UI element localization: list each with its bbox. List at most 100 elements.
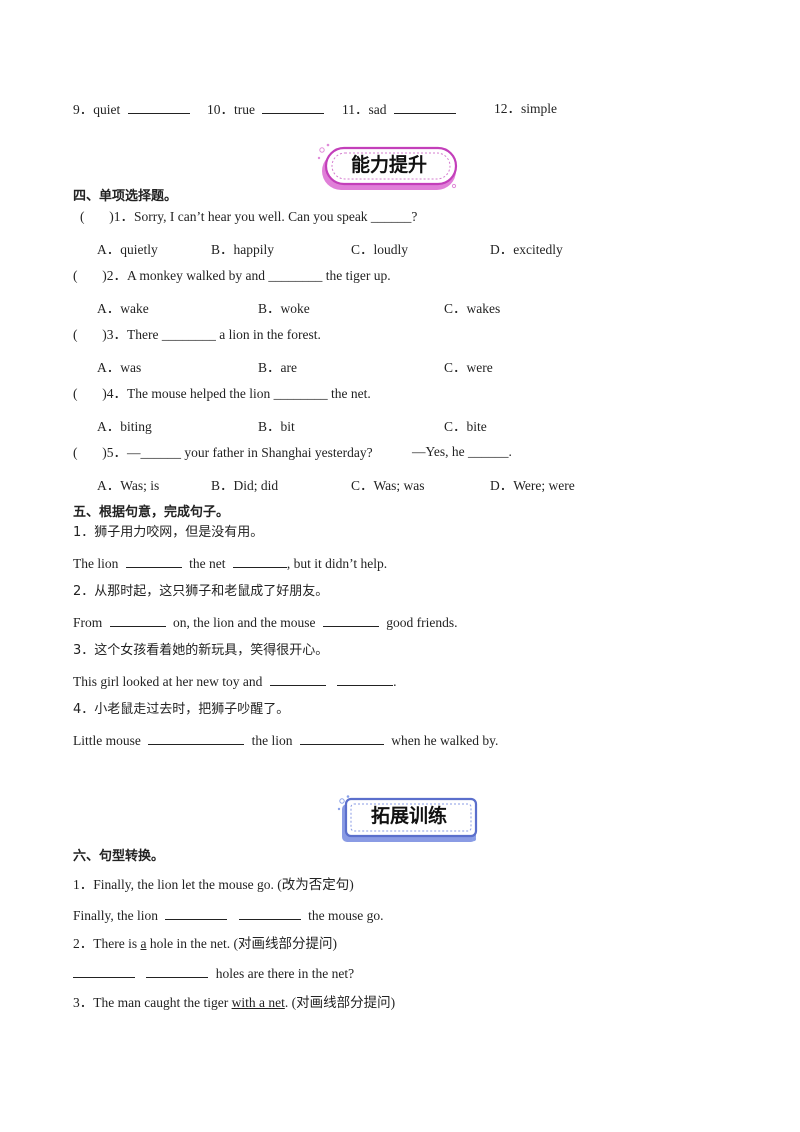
p5-item4-en-b: the lion: [251, 733, 293, 748]
p5-item2-cn: 2．从那时起，这只狮子和老鼠成了好朋友。: [73, 584, 329, 599]
q3-stem-row: ( )3．There ________ a lion in the forest…: [73, 326, 321, 344]
item-11-word: sad: [368, 102, 387, 117]
q3-option-c[interactable]: C．were: [444, 360, 493, 375]
q1-option-b[interactable]: B．happily: [211, 242, 274, 257]
item-11-num: 11．: [342, 102, 369, 117]
badge-frame-icon: [317, 143, 458, 190]
answer-blank[interactable]: [148, 731, 245, 745]
p6-item1-answer: Finally, the lion the mouse go.: [73, 906, 384, 925]
p6-item3-q-post: . (对画线部分提问): [284, 995, 396, 1010]
q1-stem: 1．Sorry, I can’t hear you well. Can you …: [113, 209, 418, 224]
q2-stem: 2．A monkey walked by and ________ the ti…: [106, 268, 391, 283]
p5-item3-cn: 3．这个女孩看着她的新玩具，笑得很开心。: [73, 643, 329, 658]
q1-paren-close: ): [109, 209, 114, 224]
p5-item2-en: From on, the lion and the mouse good fri…: [73, 613, 458, 632]
q1-paren-open: (: [80, 209, 85, 224]
q4-paren-open: (: [73, 386, 78, 401]
answer-blank[interactable]: [127, 100, 190, 114]
p6-item1-answer-pre: Finally, the lion: [73, 908, 158, 923]
answer-blank[interactable]: [109, 613, 166, 627]
p6-item3-q-pre: 3．The man caught the tiger: [73, 995, 232, 1010]
p6-item2-answer-post: holes are there in the net?: [215, 966, 355, 981]
q2-paren-open: (: [73, 268, 78, 283]
answer-blank[interactable]: [232, 554, 287, 568]
badge-frame-icon: [337, 795, 478, 842]
q5-stem-reply: —Yes, he ______.: [412, 444, 512, 459]
q5-option-c[interactable]: C．Was; was: [351, 478, 425, 493]
p5-item3-en-a: This girl looked at her new toy and: [73, 674, 263, 689]
q3-option-a[interactable]: A．was: [97, 360, 142, 375]
q5-stem-row: ( )5．—______ your father in Shanghai yes…: [73, 444, 373, 462]
p5-item3-en: This girl looked at her new toy and .: [73, 672, 396, 691]
section-badge-extension: 拓展训练: [336, 794, 482, 846]
p6-item1-answer-post: the mouse go.: [308, 908, 384, 923]
q1-option-c[interactable]: C．loudly: [351, 242, 409, 257]
p6-item2-q-pre: 2．There is: [73, 936, 141, 951]
badge-ability-label: 能力提升: [350, 154, 427, 176]
q5-stem: 5．—______ your father in Shanghai yester…: [106, 445, 373, 460]
answer-blank[interactable]: [269, 672, 326, 686]
q3-paren-open: (: [73, 327, 78, 342]
q5-option-d[interactable]: D．Were; were: [490, 478, 575, 493]
part3-tail-12: 12．simple: [494, 100, 557, 118]
q4-stem-row: ( )4．The mouse helped the lion ________ …: [73, 385, 371, 403]
p6-item3-q-underlined: with a net: [231, 995, 285, 1010]
item-9-word: quiet: [93, 102, 121, 117]
p5-item2-en-c: good friends.: [386, 615, 458, 630]
p5-item1-en-a: The lion: [73, 556, 119, 571]
q5-paren-close: ): [102, 445, 107, 460]
answer-blank[interactable]: [299, 731, 384, 745]
badge-extension-label: 拓展训练: [370, 805, 447, 827]
answer-blank[interactable]: [146, 964, 209, 978]
q1-stem-row: ( )1．Sorry, I can’t hear you well. Can y…: [80, 208, 417, 226]
q5-option-a[interactable]: A．Was; is: [97, 478, 160, 493]
q4-option-c[interactable]: C．bite: [444, 419, 487, 434]
q3-option-b[interactable]: B．are: [258, 360, 297, 375]
p5-item1-en-b: the net: [189, 556, 226, 571]
q2-option-a[interactable]: A．wake: [97, 301, 149, 316]
item-10-num: 10．: [207, 102, 234, 117]
answer-blank[interactable]: [337, 672, 394, 686]
q4-paren-close: ): [102, 386, 107, 401]
p5-item1-cn: 1．狮子用力咬网，但是没有用。: [73, 525, 264, 540]
q4-stem: 4．The mouse helped the lion ________ the…: [106, 386, 371, 401]
q2-option-c[interactable]: C．wakes: [444, 301, 501, 316]
p6-item2-answer: holes are there in the net?: [73, 964, 354, 983]
p5-item2-en-b: on, the lion and the mouse: [173, 615, 316, 630]
q3-stem: 3．There ________ a lion in the forest.: [106, 327, 321, 342]
answer-blank[interactable]: [238, 906, 301, 920]
p6-item3-question: 3．The man caught the tiger with a net. (…: [73, 994, 395, 1012]
q1-option-d[interactable]: D．excitedly: [490, 242, 563, 257]
q4-option-a[interactable]: A．biting: [97, 419, 152, 434]
p5-item1-en: The lion the net , but it didn’t help.: [73, 554, 387, 573]
q2-paren-close: ): [102, 268, 107, 283]
part3-tail-row: 9．quiet: [73, 100, 194, 119]
p5-item1-en-c: , but it didn’t help.: [286, 556, 388, 571]
p5-item4-en-a: Little mouse: [73, 733, 141, 748]
item-12-word: simple: [521, 101, 557, 116]
q5-paren-open: (: [73, 445, 78, 460]
answer-blank[interactable]: [165, 906, 228, 920]
q4-option-b[interactable]: B．bit: [258, 419, 295, 434]
q2-option-b[interactable]: B．woke: [258, 301, 310, 316]
answer-blank[interactable]: [322, 613, 379, 627]
p6-item2-q-post: hole in the net. (对画线部分提问): [146, 936, 337, 951]
item-10-word: true: [234, 102, 255, 117]
q2-stem-row: ( )2．A monkey walked by and ________ the…: [73, 267, 391, 285]
q3-paren-close: ): [102, 327, 107, 342]
answer-blank[interactable]: [262, 100, 325, 114]
part5-title: 五、根据句意，完成句子。: [73, 505, 230, 520]
part3-tail-11: 11．sad: [342, 100, 460, 119]
part6-title: 六、句型转换。: [73, 849, 165, 864]
item-12-num: 12．: [494, 101, 521, 116]
p5-item4-en-c: when he walked by.: [391, 733, 499, 748]
answer-blank[interactable]: [393, 100, 456, 114]
part3-tail-10: 10．true: [207, 100, 328, 119]
answer-blank[interactable]: [125, 554, 182, 568]
p6-item2-q-underlined: a: [140, 936, 147, 951]
q1-option-a[interactable]: A．quietly: [97, 242, 158, 257]
p5-item3-en-c: .: [393, 674, 397, 689]
q5-option-b[interactable]: B．Did; did: [211, 478, 279, 493]
answer-blank[interactable]: [73, 964, 135, 978]
section-badge-ability: 能力提升: [316, 142, 462, 194]
